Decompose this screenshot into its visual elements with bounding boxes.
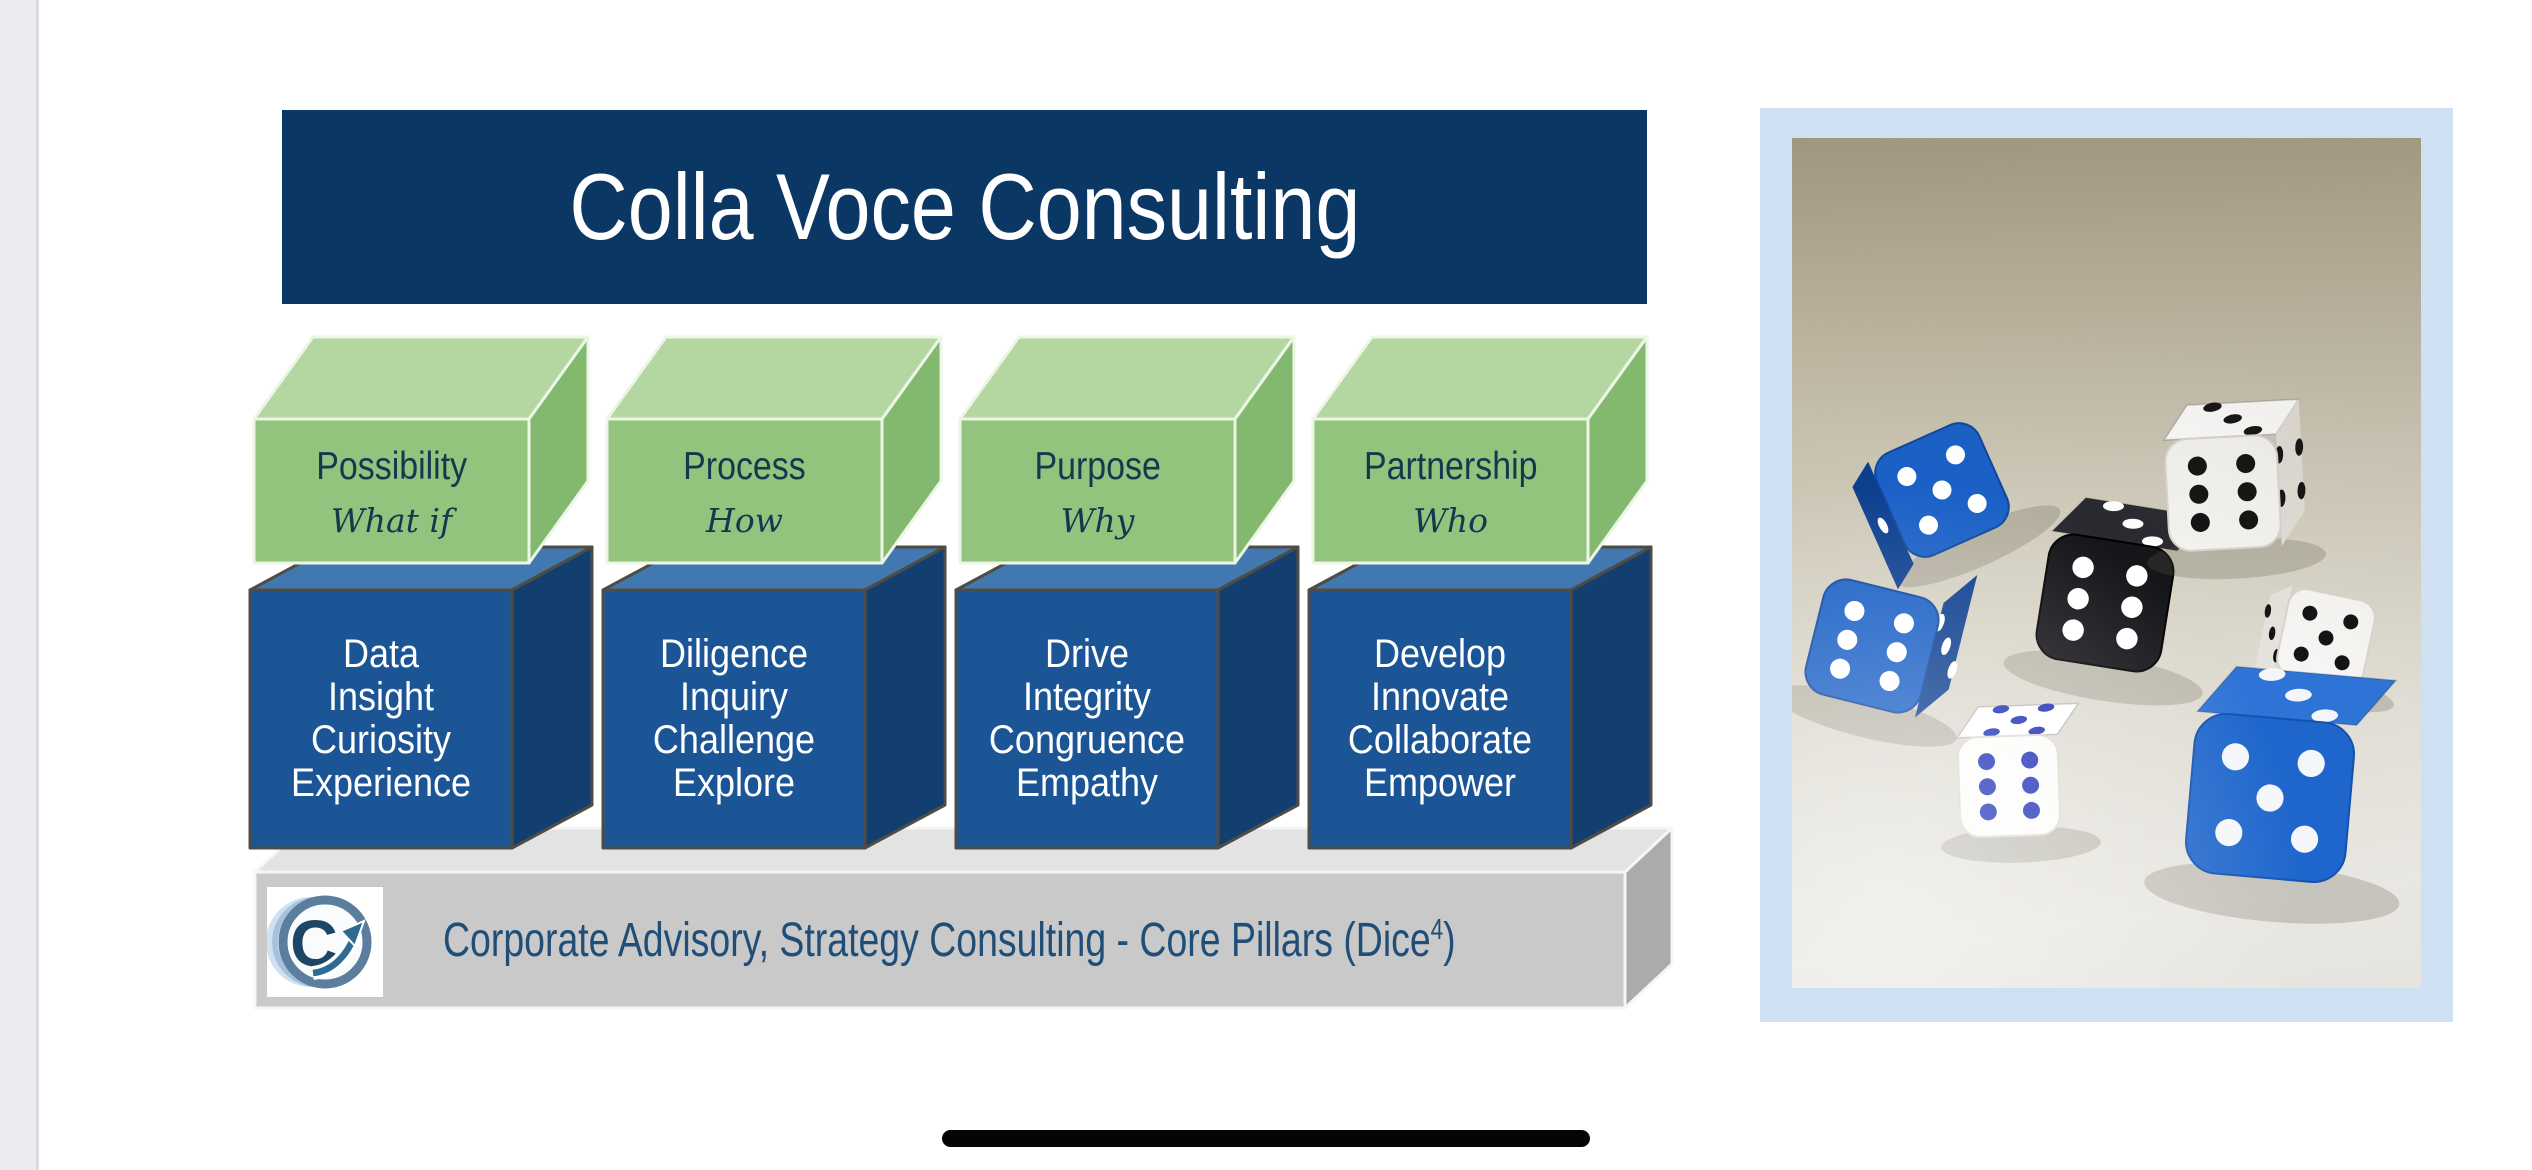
- value-line: Curiosity: [310, 718, 452, 762]
- white-die-upper-right: [2146, 398, 2326, 580]
- white-die-blue-pips: [1941, 702, 2102, 863]
- green-cube-2: [605, 335, 943, 565]
- caption-superscript: 4: [1430, 913, 1444, 946]
- pillar-partnership: Partnership Who: [1313, 419, 1588, 565]
- dice-photo-frame: [1760, 108, 2453, 1022]
- pillar-values-process: Diligence Inquiry Challenge Explore: [616, 592, 852, 846]
- pillar-label: Partnership: [1363, 444, 1538, 488]
- blue-die-left: [1792, 574, 1978, 747]
- value-line: Collaborate: [1347, 718, 1533, 762]
- photo-lighting: [1792, 138, 2421, 988]
- pillar-values-purpose: Drive Integrity Congruence Empathy: [969, 592, 1205, 846]
- slab-front-face: [253, 870, 1627, 1010]
- value-line: Empathy: [1015, 761, 1159, 805]
- pillar-label: Process: [683, 444, 806, 488]
- pillar-question: Who: [1412, 500, 1489, 540]
- pillar-question: What if: [330, 500, 453, 540]
- green-cube-4: [1311, 335, 1649, 565]
- value-line: Develop: [1373, 632, 1507, 676]
- green-cube-3: [958, 335, 1296, 565]
- value-line: Congruence: [988, 718, 1186, 762]
- pillar-values-possibility: Data Insight Curiosity Experience: [263, 592, 499, 846]
- value-line: Explore: [672, 761, 796, 805]
- pillars-diagram: [248, 335, 1674, 1010]
- large-blue-die-lower-right: [2144, 665, 2400, 924]
- pillar-label: Possibility: [316, 444, 467, 488]
- value-line: Inquiry: [679, 675, 789, 719]
- logo-icon: C: [266, 895, 372, 989]
- pillar-possibility: Possibility What if: [254, 419, 529, 565]
- pillar-values-partnership: Develop Innovate Collaborate Empower: [1322, 592, 1558, 846]
- page-title: Colla Voce Consulting: [569, 154, 1360, 259]
- value-line: Integrity: [1022, 675, 1152, 719]
- pillar-purpose: Purpose Why: [960, 419, 1235, 565]
- value-line: Diligence: [659, 632, 809, 676]
- value-line: Challenge: [652, 718, 816, 762]
- title-banner: Colla Voce Consulting: [282, 110, 1647, 304]
- base-caption-row: C Corporate Advisory, Strategy Consultin…: [255, 872, 1625, 1008]
- home-indicator[interactable]: [942, 1130, 1590, 1147]
- dice-illustration: [1792, 398, 2400, 924]
- base-caption: Corporate Advisory, Strategy Consulting …: [443, 913, 1456, 967]
- value-line: Drive: [1044, 632, 1130, 676]
- value-line: Innovate: [1370, 675, 1510, 719]
- value-line: Insight: [327, 675, 435, 719]
- value-line: Experience: [290, 761, 472, 805]
- value-line: Empower: [1363, 761, 1517, 805]
- previous-page-edge[interactable]: [0, 0, 39, 1170]
- pillar-question: How: [706, 500, 783, 540]
- dice-photo: [1792, 138, 2421, 988]
- pillar-question: Why: [1060, 500, 1135, 540]
- value-line: Data: [342, 632, 420, 676]
- pillar-process: Process How: [607, 419, 882, 565]
- blue-die-upper-left: [1852, 422, 2061, 590]
- green-cube-1: [252, 335, 590, 565]
- colla-voce-logo: C: [266, 887, 383, 997]
- pillar-label: Purpose: [1034, 444, 1161, 488]
